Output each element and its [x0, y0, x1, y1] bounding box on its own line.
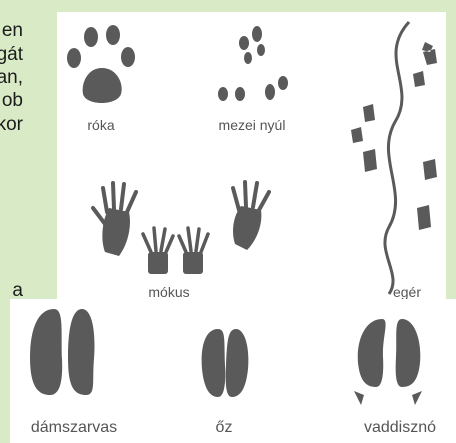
side-text-line-5: kor — [0, 114, 23, 136]
side-text-line-2: gát — [0, 44, 23, 66]
side-text-line-4: ob — [2, 90, 23, 112]
wild-boar-footprint — [354, 319, 422, 405]
roe-deer-label: őz — [216, 419, 233, 437]
wild-boar-label: vaddisznó — [364, 419, 436, 437]
hare-footprint — [218, 26, 288, 101]
squirrel-label: mókus — [148, 284, 189, 300]
footprints-top-illustration — [57, 12, 446, 308]
fallow-deer-footprint — [30, 309, 95, 395]
fox-footprint — [67, 25, 135, 103]
squirrel-footprint — [93, 182, 269, 274]
fox-label: róka — [87, 117, 114, 133]
hare-label: mezei nyúl — [219, 117, 286, 133]
mouse-label: egér — [393, 284, 421, 300]
side-text-line-3: an, — [0, 67, 23, 89]
fallow-deer-label: dámszarvas — [31, 419, 117, 437]
mouse-footprint — [351, 22, 437, 294]
side-text-line-1: en — [2, 20, 23, 42]
footprints-panel-bottom: dámszarvas őz vaddisznó — [10, 299, 456, 443]
roe-deer-footprint — [202, 329, 249, 397]
footprints-panel-top: róka mezei nyúl mókus egér — [57, 12, 446, 308]
